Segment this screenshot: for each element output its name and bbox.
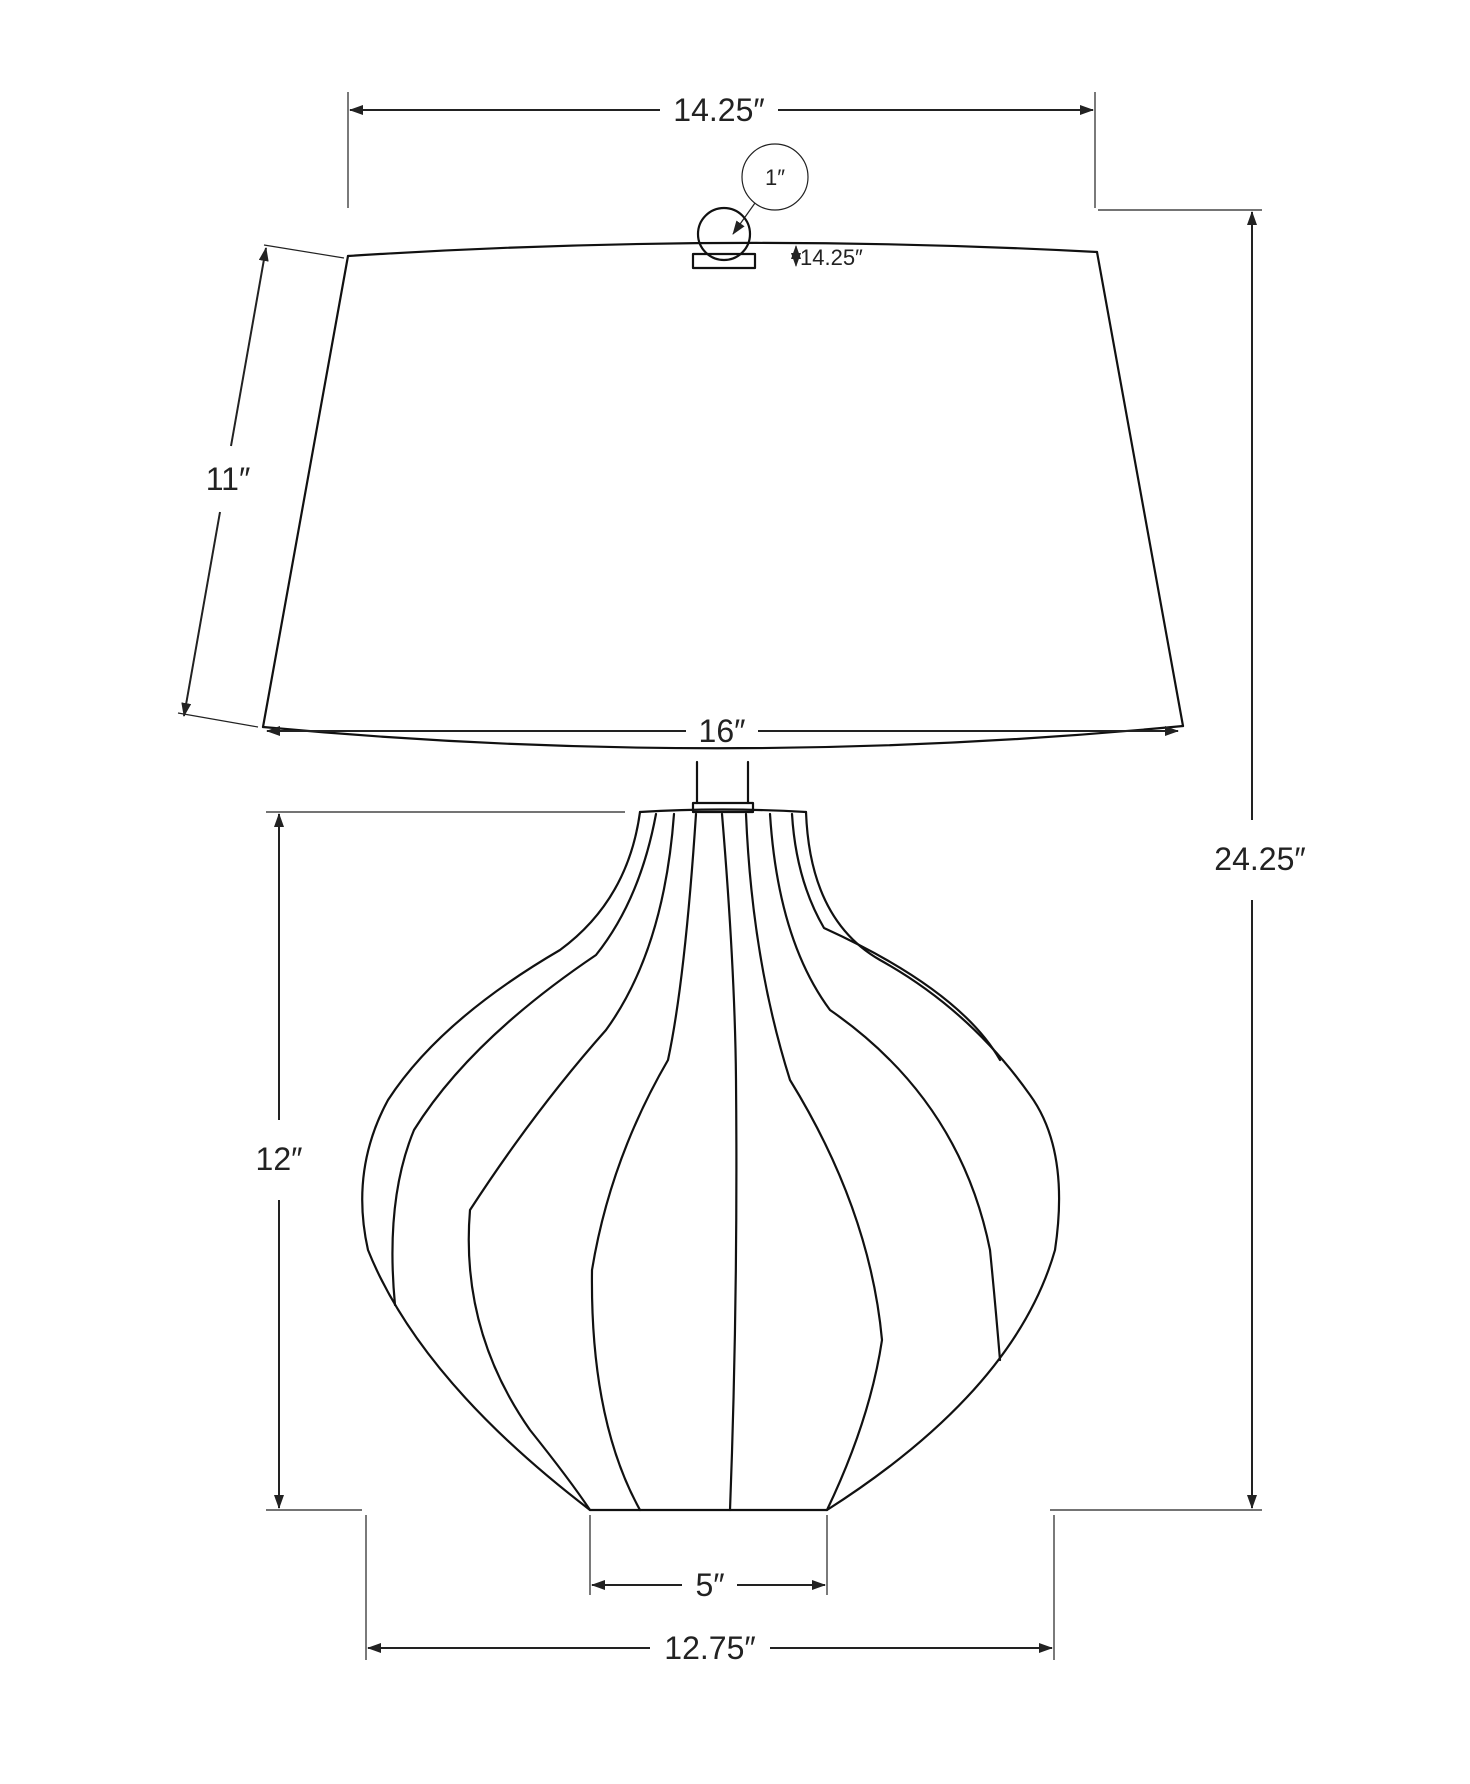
harp-clearance-dimension: 14.25″ — [791, 245, 863, 270]
base-foot-width-label: 5″ — [695, 1567, 724, 1603]
shade-top-width-dimension: 14.25″ — [347, 92, 1096, 208]
shade-height-dimension: 11″ — [177, 244, 345, 728]
shade-bottom-width-dimension: 16″ — [266, 713, 1179, 749]
base-body-width-dimension: 12.75″ — [365, 1515, 1055, 1666]
harp-clearance-label: 14.25″ — [800, 245, 863, 270]
shade-height-label: 11″ — [206, 461, 251, 497]
overall-height-label: 24.25″ — [1214, 841, 1305, 877]
finial-callout: 1″ — [732, 143, 809, 235]
lamp-shade — [261, 241, 1185, 750]
finial — [691, 206, 757, 270]
shade-bottom-width-label: 16″ — [699, 713, 746, 749]
overall-height-dimension: 24.25″ — [1050, 209, 1306, 1511]
base-body-width-label: 12.75″ — [664, 1630, 755, 1666]
base-height-label: 12″ — [256, 1141, 303, 1177]
shade-top-width-label: 14.25″ — [673, 92, 764, 128]
finial-size-label: 1″ — [765, 165, 785, 190]
lamp-base — [361, 808, 1061, 1512]
lamp-neck — [691, 760, 755, 814]
base-foot-width-dimension: 5″ — [589, 1515, 828, 1603]
base-height-dimension: 12″ — [256, 811, 625, 1511]
